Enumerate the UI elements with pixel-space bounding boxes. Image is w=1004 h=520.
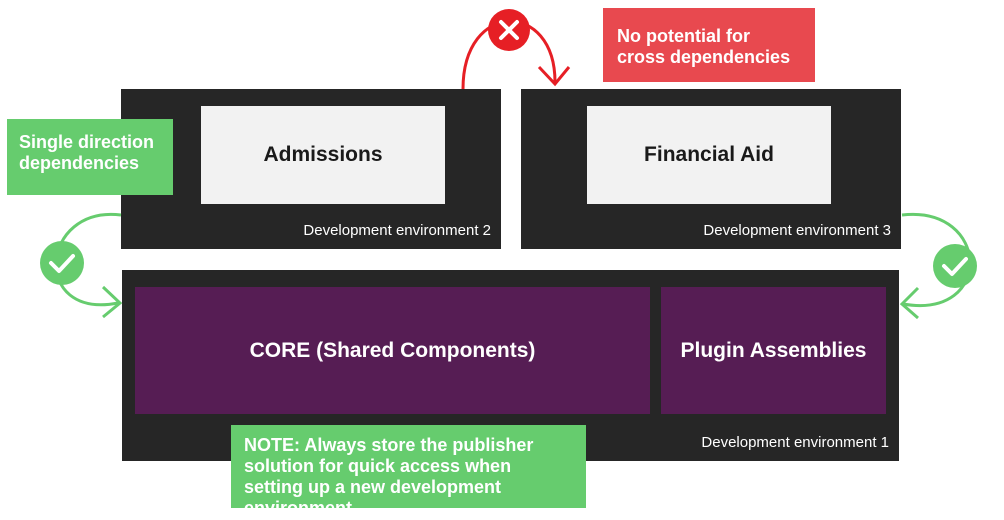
plugin-assemblies-box: Plugin Assemblies xyxy=(661,287,886,414)
single-direction-callout: Single direction dependencies xyxy=(7,119,173,195)
note-callout: NOTE: Always store the publisher solutio… xyxy=(231,425,586,518)
dev-environment-1-label: Development environment 1 xyxy=(701,434,889,451)
no-cross-dependencies-text: No potential for cross dependencies xyxy=(617,26,791,67)
dev-environment-2-label: Development environment 2 xyxy=(303,222,491,239)
dev-environment-2: Admissions Development environment 2 xyxy=(121,89,501,249)
x-icon xyxy=(488,9,530,51)
no-cross-dependencies-callout: No potential for cross dependencies xyxy=(603,8,815,82)
check-icon xyxy=(933,244,977,288)
dev-environment-3-label: Development environment 3 xyxy=(703,222,891,239)
note-text: NOTE: Always store the publisher solutio… xyxy=(244,435,534,518)
check-icon xyxy=(40,241,84,285)
core-shared-components-box: CORE (Shared Components) xyxy=(135,287,650,414)
right-arrowhead xyxy=(899,286,920,320)
dev-environment-3: Financial Aid Development environment 3 xyxy=(521,89,901,249)
left-arrowhead xyxy=(101,285,123,319)
admissions-box: Admissions xyxy=(201,106,445,204)
financial-aid-box: Financial Aid xyxy=(587,106,831,204)
blocked-arrowhead xyxy=(537,65,571,87)
single-direction-text: Single direction dependencies xyxy=(19,132,155,173)
